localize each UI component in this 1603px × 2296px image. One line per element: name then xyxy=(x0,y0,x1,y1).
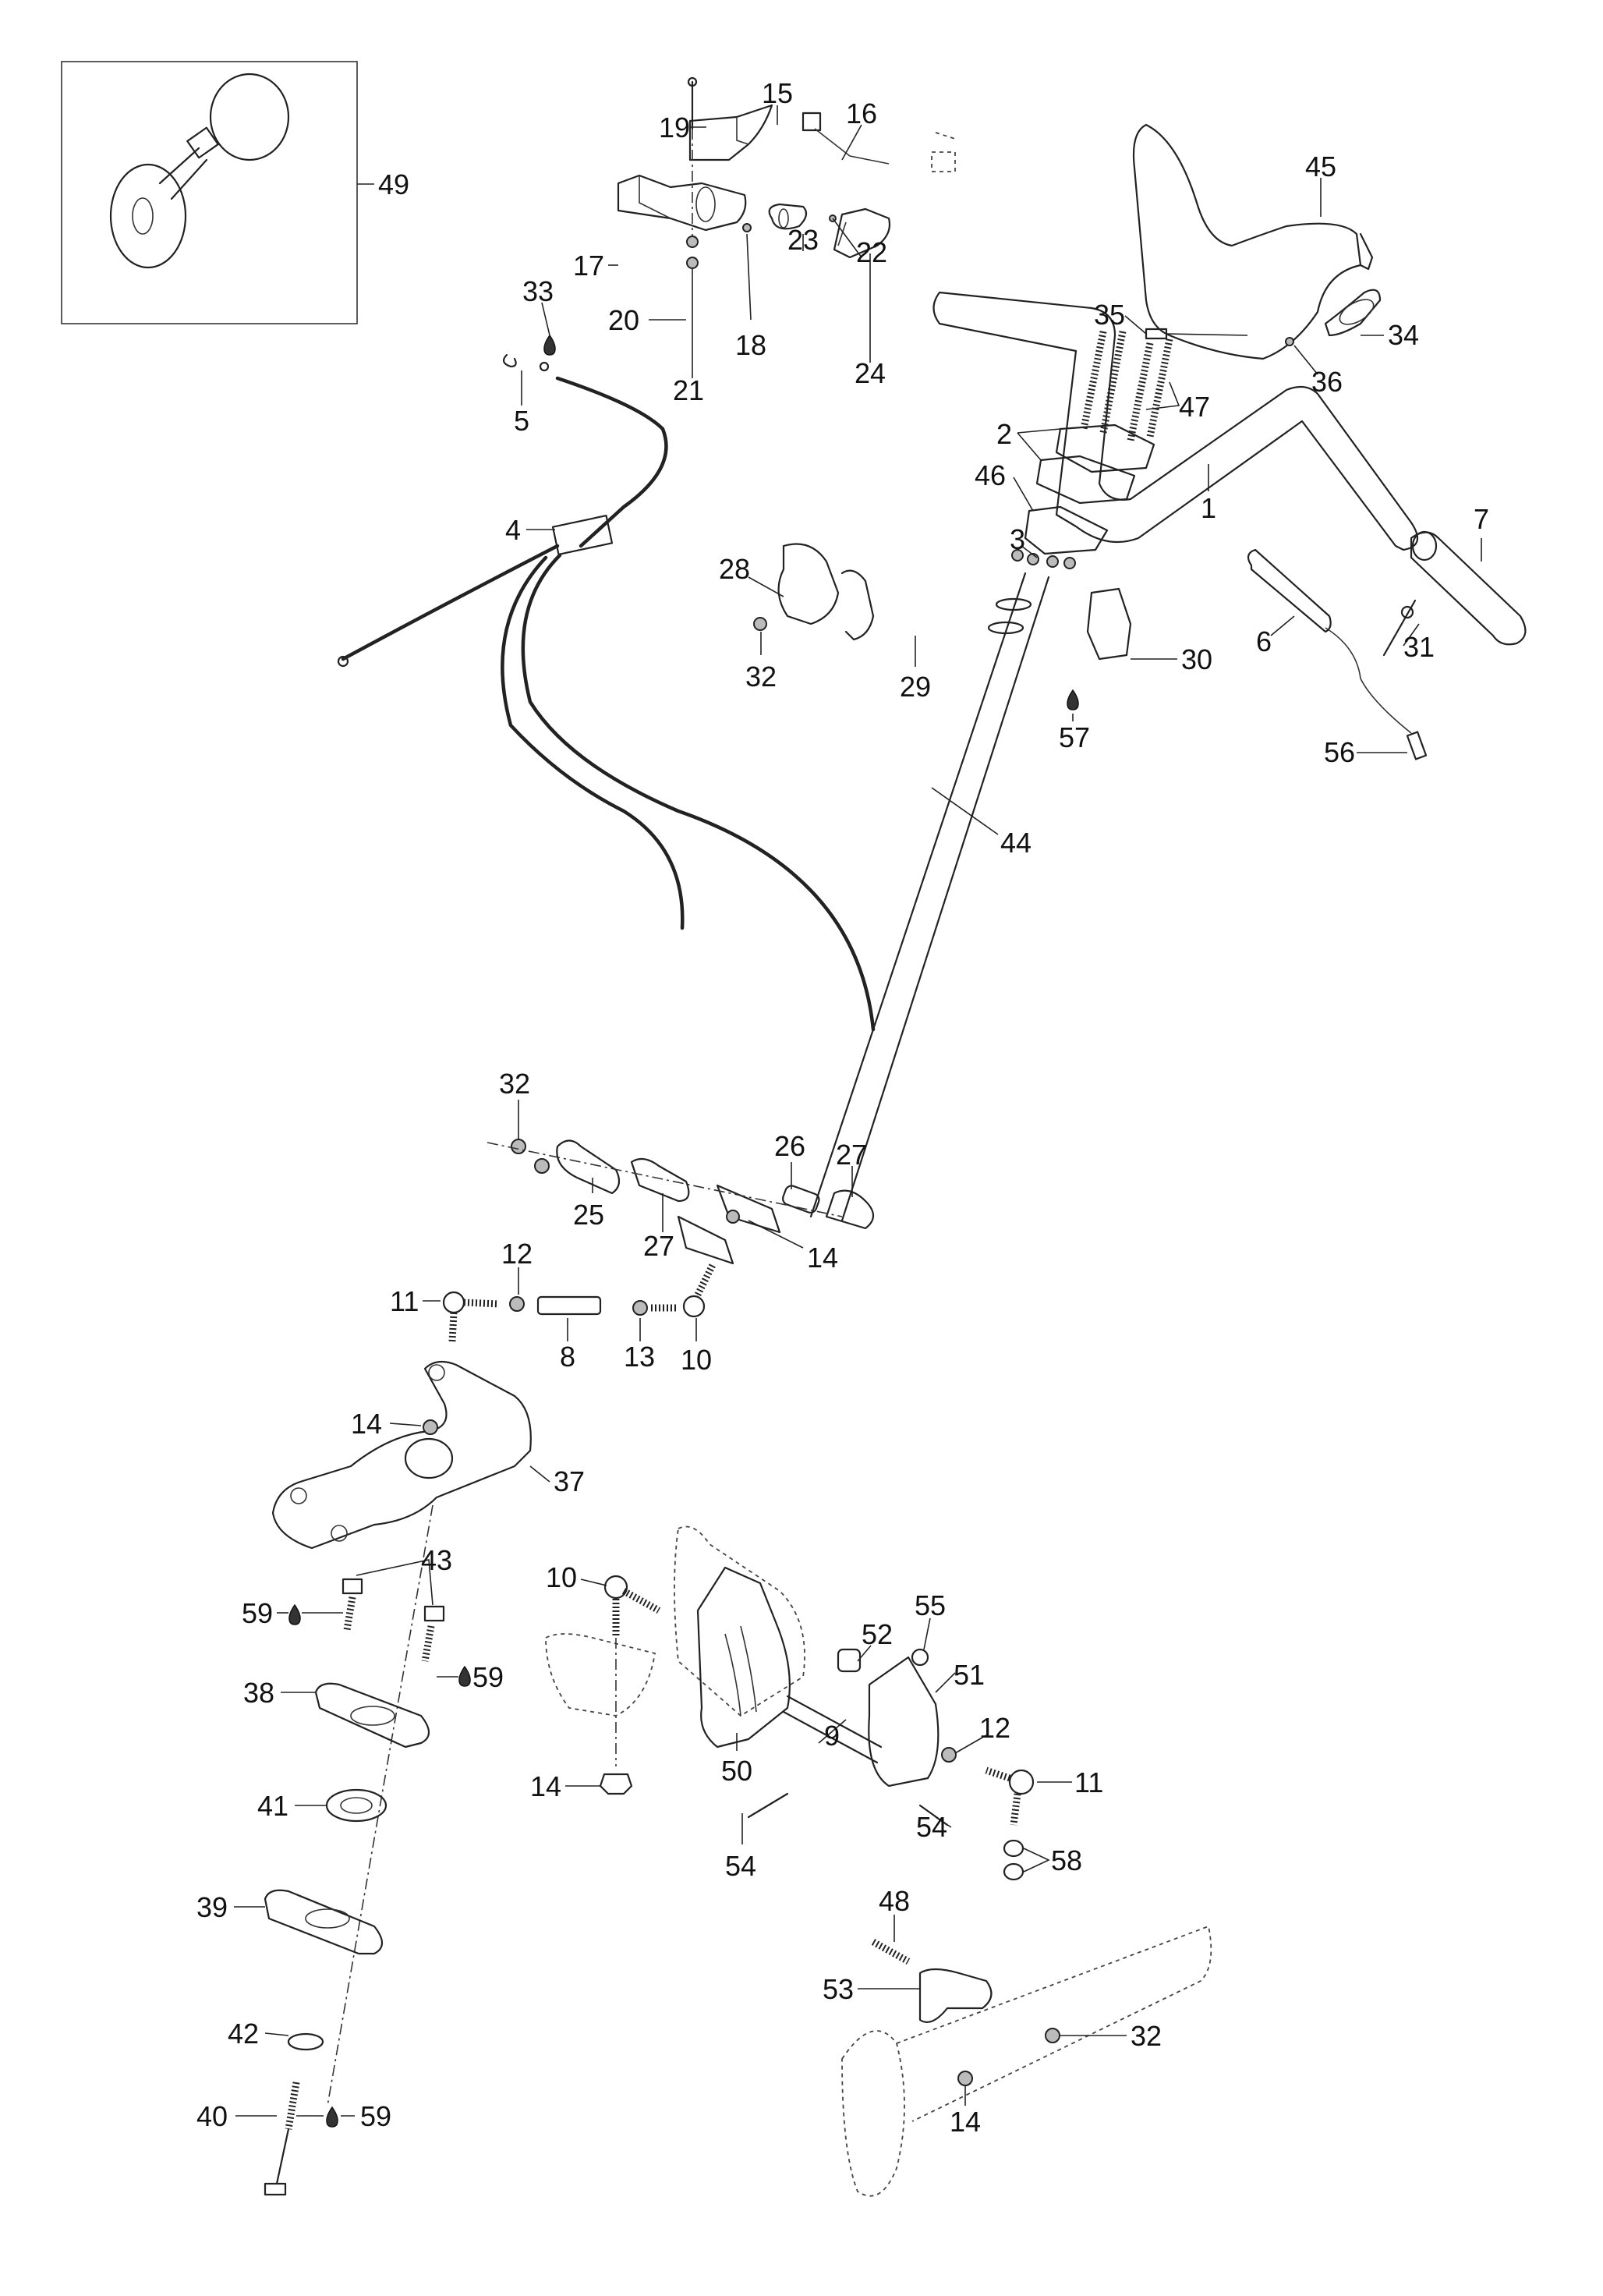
callout-4: 4 xyxy=(505,514,521,546)
callout-20: 20 xyxy=(608,304,639,336)
callout-59: 59 xyxy=(360,2100,391,2132)
callouts: 19 15 16 45 17 23 22 33 20 18 24 21 5 35… xyxy=(196,77,1489,2138)
callout-1: 1 xyxy=(1201,492,1216,524)
callout-38: 38 xyxy=(243,1677,274,1709)
callout-53: 53 xyxy=(823,1973,854,2005)
horn-icon xyxy=(109,73,290,269)
callout-36: 36 xyxy=(1311,366,1343,398)
inset-frame xyxy=(61,61,358,324)
callout-15: 15 xyxy=(762,77,793,109)
callout-41: 41 xyxy=(257,1790,288,1822)
callout-2: 2 xyxy=(996,418,1012,450)
callout-11: 11 xyxy=(390,1285,419,1317)
callout-3: 3 xyxy=(1010,523,1025,555)
callout-32: 32 xyxy=(745,661,777,693)
callout-14: 14 xyxy=(530,1770,561,1802)
callout-45: 45 xyxy=(1305,151,1336,182)
drop-icon xyxy=(458,1665,471,1687)
bracket-assembly xyxy=(545,1525,1035,1881)
horn-inset: 49 xyxy=(61,61,409,324)
callout-31: 31 xyxy=(1403,631,1435,663)
callout-39: 39 xyxy=(196,1891,228,1923)
callout-51: 51 xyxy=(954,1659,985,1691)
lower-pivot xyxy=(841,1925,1212,2197)
callout-35: 35 xyxy=(1094,299,1125,331)
callout-28: 28 xyxy=(719,553,750,585)
callout-44: 44 xyxy=(1000,827,1032,859)
handlebar-cover xyxy=(1132,123,1382,360)
callout-14: 14 xyxy=(950,2106,981,2138)
callout-13: 13 xyxy=(624,1341,655,1373)
cable-end-parts xyxy=(502,334,556,372)
callout-23: 23 xyxy=(787,224,819,256)
callout-11: 11 xyxy=(1074,1766,1103,1798)
callout-9: 9 xyxy=(824,1720,840,1752)
callout-56: 56 xyxy=(1324,736,1355,768)
callout-24: 24 xyxy=(855,357,886,389)
steering-column xyxy=(809,572,1050,1222)
clamp-parts xyxy=(753,543,1132,710)
callout-19: 19 xyxy=(659,112,690,144)
callout-17: 17 xyxy=(573,250,604,282)
callout-29: 29 xyxy=(900,671,931,703)
handlebar xyxy=(932,291,1527,760)
callout-32: 32 xyxy=(499,1068,530,1100)
callout-27: 27 xyxy=(836,1139,867,1171)
lower-bearing xyxy=(264,1559,471,2196)
drop-icon xyxy=(1067,689,1079,710)
callout-42: 42 xyxy=(228,2018,259,2050)
callout-30: 30 xyxy=(1181,643,1212,675)
callout-12: 12 xyxy=(979,1712,1010,1744)
drop-icon xyxy=(543,334,556,356)
callout-43: 43 xyxy=(421,1544,452,1576)
callout-58: 58 xyxy=(1051,1844,1082,1876)
callout-7: 7 xyxy=(1474,503,1489,535)
callout-37: 37 xyxy=(554,1465,585,1497)
callout-54: 54 xyxy=(916,1811,947,1843)
callout-5: 5 xyxy=(514,405,529,437)
drop-icon xyxy=(288,1603,301,1625)
callout-6: 6 xyxy=(1256,625,1272,657)
callout-33: 33 xyxy=(522,275,554,307)
callout-52: 52 xyxy=(862,1618,893,1650)
callout-47: 47 xyxy=(1179,391,1210,423)
callout-57: 57 xyxy=(1059,721,1090,753)
callout-26: 26 xyxy=(774,1130,805,1162)
callout-32: 32 xyxy=(1131,2020,1162,2052)
callout-16: 16 xyxy=(846,97,877,129)
callout-8: 8 xyxy=(560,1341,575,1373)
callout-25: 25 xyxy=(573,1199,604,1231)
callout-14: 14 xyxy=(351,1408,382,1440)
drop-icon xyxy=(326,2106,338,2128)
callout-59: 59 xyxy=(472,1661,504,1693)
callout-40: 40 xyxy=(196,2100,228,2132)
callout-48: 48 xyxy=(879,1885,910,1917)
callout-10: 10 xyxy=(546,1561,577,1593)
callout-49: 49 xyxy=(378,168,409,200)
callout-54: 54 xyxy=(725,1850,756,1882)
callout-18: 18 xyxy=(735,329,766,361)
callout-46: 46 xyxy=(975,459,1006,491)
switch-cluster xyxy=(617,76,956,269)
callout-22: 22 xyxy=(856,236,887,268)
steering-arm xyxy=(271,1360,532,2106)
callout-50: 50 xyxy=(721,1755,752,1787)
callout-34: 34 xyxy=(1388,319,1419,351)
callout-12: 12 xyxy=(501,1238,533,1270)
callout-55: 55 xyxy=(915,1589,946,1621)
callout-27: 27 xyxy=(643,1230,674,1262)
callout-21: 21 xyxy=(673,374,704,406)
throttle-cable xyxy=(337,376,876,1032)
callout-10: 10 xyxy=(681,1344,712,1376)
lower-linkage xyxy=(442,1139,875,1342)
callout-59: 59 xyxy=(242,1597,273,1629)
callout-14: 14 xyxy=(807,1242,838,1274)
